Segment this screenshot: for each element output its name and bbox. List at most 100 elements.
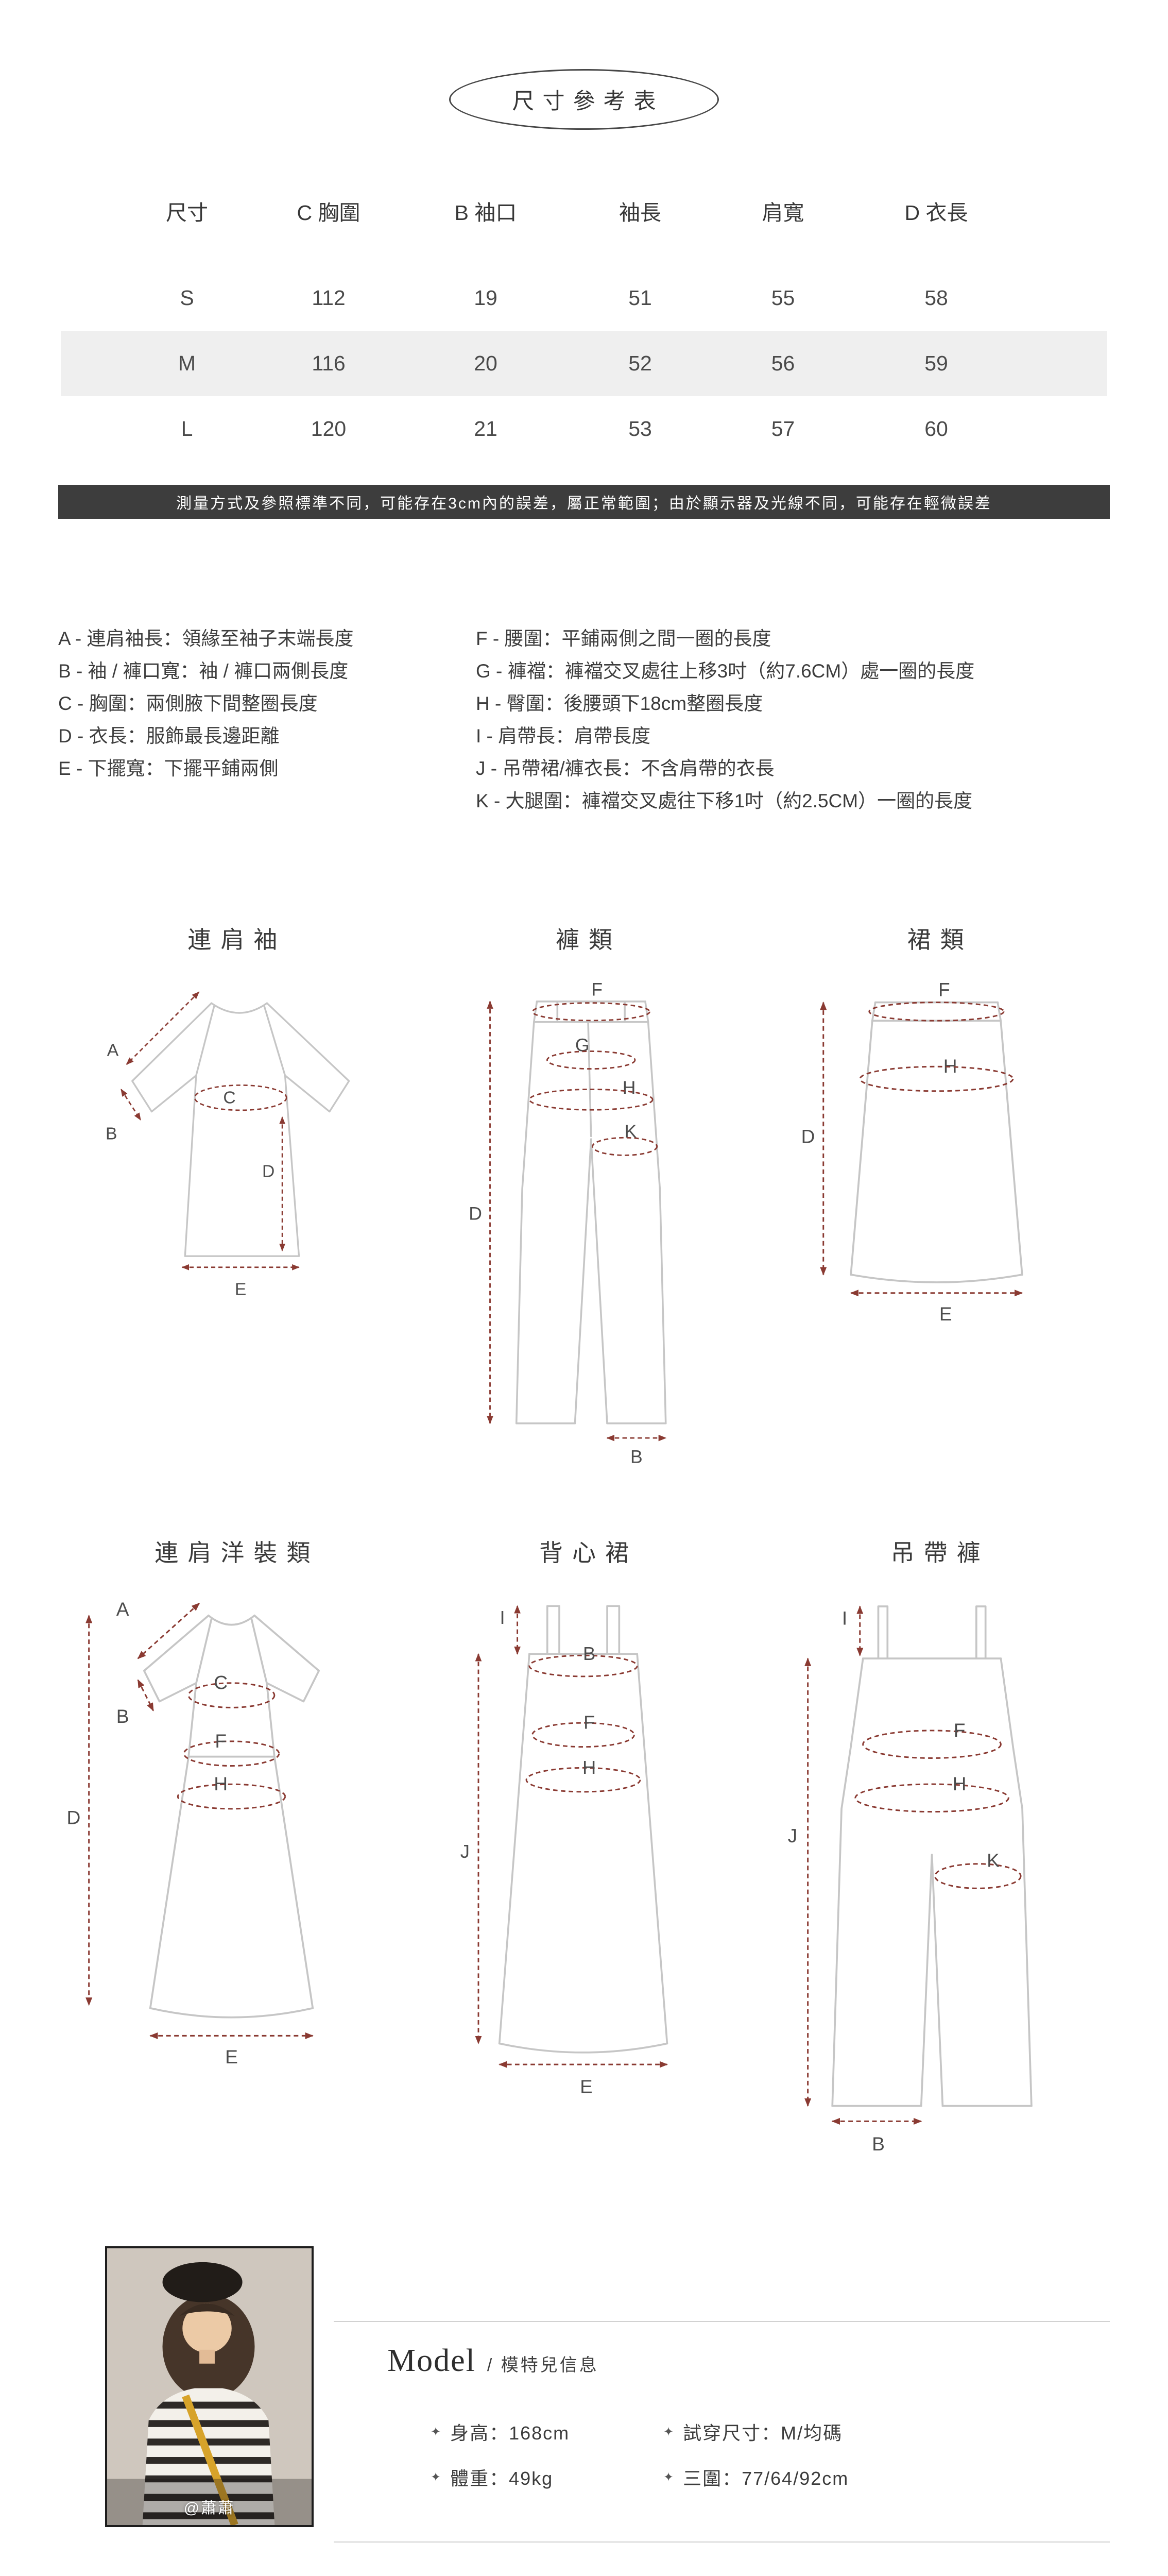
measure-label-h: H (623, 1077, 636, 1098)
measure-label-e: E (235, 1280, 247, 1299)
measure-label-i: I (842, 1607, 847, 1629)
measure-label-f: F (938, 981, 950, 1001)
diagram-skirt: 裙類 F H D E (802, 912, 1070, 1467)
sparkle-icon: ✦ (663, 2425, 675, 2439)
model-heading-en: Model (387, 2343, 476, 2378)
col-header-chest: C 胸圍 (297, 201, 360, 225)
overalls-measures: I F H K J B (787, 1605, 1022, 2155)
measure-label-b: B (872, 2133, 885, 2155)
overalls-diagram-svg: I F H K J B (787, 1605, 1033, 2155)
overalls-outline (831, 1605, 1033, 2107)
table-row-s: S 112 19 51 55 58 (61, 265, 1107, 331)
measure-label-b: B (106, 1124, 117, 1144)
pants-outline (516, 1001, 667, 1425)
table-row-m: M 116 20 52 56 59 (61, 331, 1107, 396)
measure-label-h: H (943, 1055, 957, 1077)
measure-label-e: E (939, 1303, 952, 1325)
measurement-legend: A - 連肩袖長：領緣至袖子末端長度 B - 袖 / 褲口寬：袖 / 褲口兩側長… (58, 622, 1110, 817)
measure-ellipse-f (183, 1740, 280, 1767)
measure-label-f: F (592, 981, 603, 999)
measure-ellipse-k (934, 1863, 1022, 1889)
measure-label-d: D (262, 1161, 274, 1181)
measure-label-d: D (67, 1807, 80, 1828)
size-table: 尺寸 C 胸圍 B 袖口 袖長 肩寬 D 衣長 S 112 19 51 55 5… (61, 179, 1107, 462)
measure-label-f: F (583, 1712, 595, 1733)
cell-chest: 120 (311, 417, 347, 440)
measure-label-h: H (952, 1773, 966, 1794)
diagram-tee: 連肩袖 A B C D E (93, 912, 371, 1467)
legend-item-d: D - 衣長：服飾最長邊距離 (58, 725, 280, 747)
legend-left-column: A - 連肩袖長：領緣至袖子末端長度 B - 袖 / 褲口寬：袖 / 褲口兩側長… (58, 622, 476, 817)
measure-label-a: A (116, 1598, 129, 1620)
pinafore-diagram-svg: I B F H J E (460, 1605, 668, 2097)
measure-ellipse-c (188, 1682, 276, 1708)
model-heading: Model / 模特兒信息 (387, 2343, 1110, 2379)
legend-item-b: B - 袖 / 褲口寬：袖 / 褲口兩側長度 (58, 660, 349, 682)
measure-label-d: D (802, 1126, 815, 1147)
table-row-l: L 120 21 53 57 60 (61, 396, 1107, 462)
model-heading-zh: / 模特兒信息 (487, 2355, 599, 2375)
cell-cuff: 21 (474, 417, 497, 440)
cell-shoulder: 56 (771, 351, 795, 375)
col-header-sleeve: 袖長 (619, 201, 661, 225)
col-header-size: 尺寸 (166, 201, 208, 225)
legend-item-h: H - 臀圍：後腰頭下18cm整圈長度 (476, 693, 763, 714)
measure-label-b: B (116, 1705, 129, 1727)
cell-chest: 112 (312, 286, 346, 310)
measure-label-e: E (580, 2076, 592, 2097)
legend-item-g: G - 褲襠：褲襠交叉處往上移3吋（約7.6CM）處一圈的長度 (476, 660, 975, 682)
cell-shoulder: 57 (771, 417, 795, 440)
sparkle-icon: ✦ (663, 2470, 675, 2484)
diagram-title-tee: 連肩袖 (187, 926, 287, 953)
model-photo: @蕭蕭 (105, 2246, 314, 2527)
measure-ellipse-c (194, 1084, 287, 1111)
sparkle-icon: ✦ (431, 2470, 442, 2484)
measure-label-j: J (787, 1825, 797, 1846)
cell-length: 58 (924, 286, 948, 310)
measure-line-a (138, 1602, 200, 1659)
measure-line-b (121, 1089, 142, 1121)
measure-label-b: B (583, 1643, 595, 1664)
cell-sleeve: 52 (628, 351, 652, 375)
diagram-row-1: 連肩袖 A B C D E (57, 912, 1111, 1467)
legend-item-f: F - 腰圍：平鋪兩側之間一圈的長度 (476, 628, 771, 649)
measure-label-i: I (500, 1607, 505, 1628)
legend-item-a: A - 連肩袖長：領緣至袖子末端長度 (58, 628, 354, 649)
col-header-length: D 衣長 (904, 201, 968, 225)
pinafore-measures: I B F H J E (460, 1605, 668, 2097)
legend-item-e: E - 下擺寬：下擺平鋪兩側 (58, 758, 279, 779)
size-table-header-row: 尺寸 C 胸圍 B 袖口 袖長 肩寬 D 衣長 (61, 179, 1107, 243)
diagram-pants: 褲類 F G (467, 912, 701, 1467)
model-photo-illustration (107, 2248, 312, 2525)
skirt-outline (850, 1001, 1023, 1283)
model-stat-weight: ✦ 體重：49kg (431, 2468, 554, 2489)
diagram-overalls: 吊帶褲 I F H (786, 1525, 1085, 2158)
tee-measures: A B C D E (106, 991, 300, 1299)
tee-diagram-svg: A B C D E (106, 991, 350, 1299)
sparkle-icon: ✦ (431, 2425, 442, 2439)
pinafore-outline (498, 1605, 668, 2054)
measure-label-d: D (469, 1203, 483, 1224)
measure-ellipse-h (529, 1088, 654, 1111)
skirt-diagram-svg: F H D E (802, 981, 1023, 1325)
measure-line-b (137, 1679, 154, 1711)
cell-size: S (180, 286, 194, 310)
dress-measures: A B C F H D E (67, 1598, 314, 2067)
measure-label-j: J (460, 1841, 470, 1862)
measure-label-k: K (987, 1850, 1000, 1871)
legend-item-j: J - 吊帶裙/褲衣長：不含肩帶的衣長 (476, 758, 775, 779)
tolerance-notice: 測量方式及參照標準不同，可能存在3cm內的誤差，屬正常範圍；由於顯示器及光線不同… (58, 485, 1110, 519)
measure-label-f: F (215, 1730, 227, 1752)
measure-ellipse-f (868, 1002, 1005, 1022)
legend-item-k: K - 大腿圍：褲襠交叉處往下移1吋（約2.5CM）一圈的長度 (476, 790, 973, 811)
measure-label-c: C (224, 1088, 236, 1107)
cell-sleeve: 51 (628, 286, 652, 310)
measure-ellipse-f (862, 1730, 1002, 1759)
col-header-shoulder: 肩寬 (762, 201, 804, 225)
cell-cuff: 20 (474, 351, 497, 375)
model-stat-height: ✦ 身高：168cm (431, 2422, 570, 2444)
measure-label-c: C (214, 1672, 228, 1693)
measure-label-h: H (582, 1757, 596, 1778)
diagram-pinafore: 背心裙 I B F H (460, 1525, 708, 2158)
